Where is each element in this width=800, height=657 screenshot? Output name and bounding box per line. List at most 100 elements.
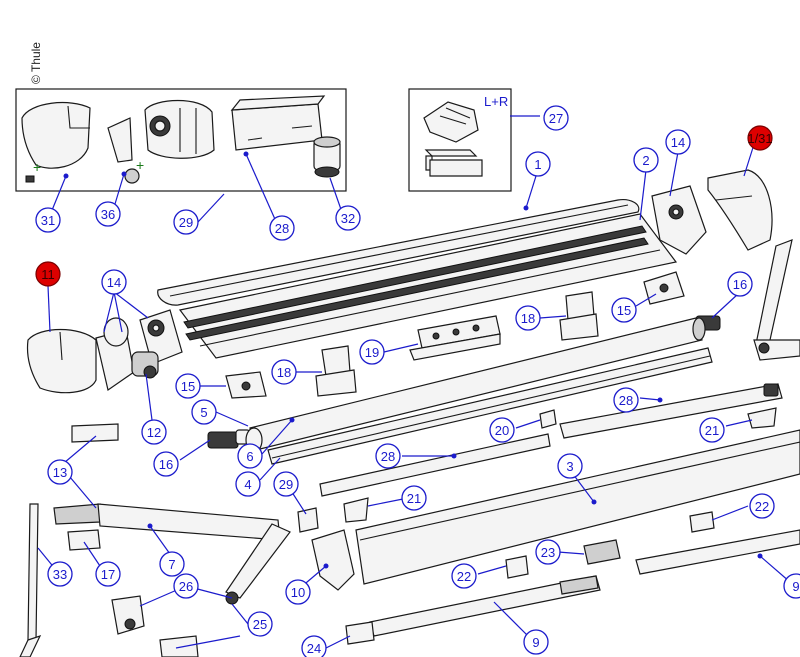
part-36-bracket: +	[107, 117, 144, 184]
part-16-connector-left	[207, 429, 251, 449]
callout-16-left[interactable]: 16	[153, 451, 179, 477]
svg-text:29: 29	[179, 215, 193, 230]
callout-14-left[interactable]: 14	[101, 269, 127, 295]
part-26-mount	[111, 595, 145, 635]
part-arm-right-edge	[753, 239, 800, 361]
callout-33[interactable]: 31	[35, 207, 61, 233]
svg-text:36: 36	[101, 207, 115, 222]
callout-28-left[interactable]: 28	[375, 443, 401, 469]
callout-25[interactable]: 25	[247, 611, 273, 637]
callout-32[interactable]: 29	[173, 209, 199, 235]
callout-13[interactable]: 13	[47, 459, 73, 485]
copyright-label: © Thule	[29, 42, 43, 84]
svg-text:12: 12	[147, 425, 161, 440]
callout-28-right[interactable]: 28	[613, 387, 639, 413]
svg-text:9: 9	[792, 579, 799, 594]
svg-text:25: 25	[253, 617, 267, 632]
part-2-front-profile	[178, 213, 678, 359]
part-1-31-right-cover	[707, 169, 773, 251]
callout-2[interactable]: 2	[633, 147, 659, 173]
callout-3[interactable]: 3	[557, 453, 583, 479]
svg-text:15: 15	[181, 379, 195, 394]
svg-text:29: 29	[279, 477, 293, 492]
svg-text:17: 17	[101, 567, 115, 582]
callout-20[interactable]: 20	[489, 417, 515, 443]
callout-11-red[interactable]: 11	[35, 261, 61, 287]
svg-text:28: 28	[275, 221, 289, 236]
callout-16-right[interactable]: 16	[727, 271, 753, 297]
callout-18-right[interactable]: 18	[515, 305, 541, 331]
svg-text:13: 13	[53, 465, 67, 480]
callout-35[interactable]: 33	[47, 561, 73, 587]
callout-10[interactable]: 10	[285, 579, 311, 605]
svg-text:15: 15	[617, 303, 631, 318]
part-14-end-bracket-right	[651, 185, 707, 255]
svg-text:+: +	[136, 157, 144, 173]
svg-text:19: 19	[365, 345, 379, 360]
callout-21-right[interactable]: 21	[699, 417, 725, 443]
part-31-control-box	[230, 95, 326, 151]
callout-22-right[interactable]: 22	[749, 493, 775, 519]
part-3-front-bar	[355, 429, 800, 585]
part-15-bracket-left	[225, 371, 267, 399]
svg-text:+: +	[33, 159, 41, 175]
svg-text:28: 28	[381, 449, 395, 464]
part-33-motor-cover: +	[21, 101, 91, 183]
part-29-clip	[297, 507, 319, 533]
callout-26[interactable]: 26	[173, 573, 199, 599]
callout-18-left[interactable]: 18	[271, 359, 297, 385]
svg-text:18: 18	[521, 311, 535, 326]
callout-36[interactable]: 36	[95, 201, 121, 227]
svg-text:7: 7	[168, 557, 175, 572]
svg-text:27: 27	[549, 111, 563, 126]
svg-text:22: 22	[457, 569, 471, 584]
part-18-hook-right	[559, 291, 599, 341]
part-1-top-cover	[157, 199, 640, 306]
callout-24[interactable]: 24	[301, 635, 327, 657]
part-10-end-cap	[311, 529, 355, 591]
callout-5[interactable]: 5	[191, 399, 217, 425]
svg-text:21: 21	[705, 423, 719, 438]
leader-lines	[37, 115, 791, 649]
callout-15-right[interactable]: 15	[611, 297, 637, 323]
part-18-hook-left	[315, 345, 357, 397]
callout-9-right[interactable]: 9	[783, 573, 800, 599]
callout-22-left[interactable]: 22	[451, 563, 477, 589]
callout-17[interactable]: 17	[95, 561, 121, 587]
callout-4[interactable]: 4	[235, 471, 261, 497]
callout-19[interactable]: 19	[359, 339, 385, 365]
leader-dots	[63, 151, 763, 569]
svg-text:5: 5	[200, 405, 207, 420]
svg-text:10: 10	[291, 585, 305, 600]
callout-31[interactable]: 28	[269, 215, 295, 241]
callout-12[interactable]: 12	[141, 419, 167, 445]
svg-text:11: 11	[41, 267, 55, 282]
left-right-note: L+R	[484, 94, 508, 109]
callout-27[interactable]: 27	[543, 105, 569, 131]
svg-text:28: 28	[619, 393, 633, 408]
part-21-bracket-right	[747, 407, 777, 429]
callout-21-left[interactable]: 21	[401, 485, 427, 511]
callout-14-right[interactable]: 14	[665, 129, 691, 155]
callout-1-31-red[interactable]: 1/31	[747, 125, 773, 151]
callout-23[interactable]: 23	[535, 539, 561, 565]
callout-34[interactable]: 32	[335, 205, 361, 231]
svg-text:23: 23	[541, 545, 555, 560]
svg-text:14: 14	[107, 275, 121, 290]
callout-7[interactable]: 7	[159, 551, 185, 577]
svg-text:31: 31	[41, 213, 55, 228]
part-27-endcap-set	[423, 101, 483, 177]
svg-text:1: 1	[534, 157, 541, 172]
part-bracket-bottom-left	[159, 635, 199, 657]
svg-text:21: 21	[407, 491, 421, 506]
callout-9-bottom[interactable]: 9	[523, 629, 549, 655]
svg-text:16: 16	[159, 457, 173, 472]
svg-text:32: 32	[341, 211, 355, 226]
part-22-hook-left	[505, 555, 529, 579]
callout-29[interactable]: 29	[273, 471, 299, 497]
callout-1[interactable]: 1	[525, 151, 551, 177]
callout-6[interactable]: 6	[237, 443, 263, 469]
part-32-motor	[144, 100, 215, 159]
callout-15-left[interactable]: 15	[175, 373, 201, 399]
